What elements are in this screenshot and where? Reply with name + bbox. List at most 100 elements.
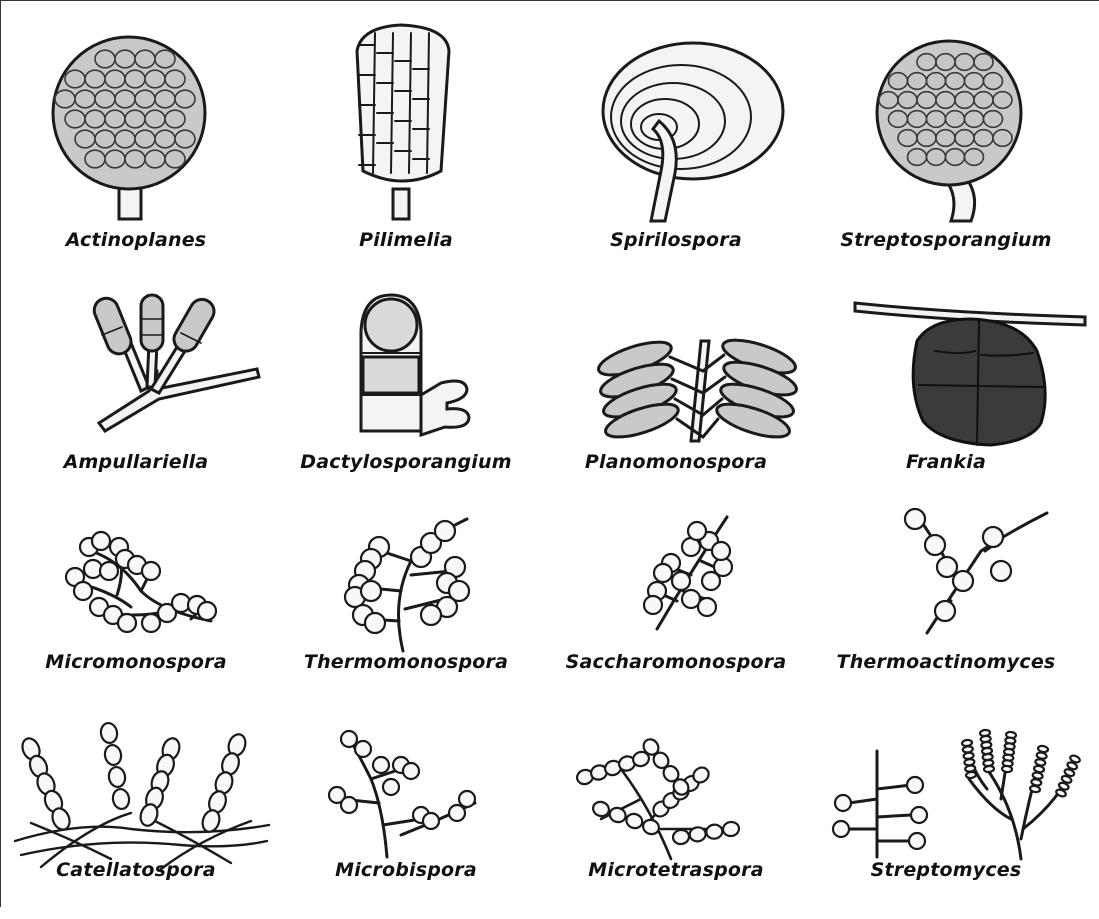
catellatospora-chains-drawing	[1, 729, 271, 919]
microtetraspora-hyphae-drawing	[541, 729, 811, 919]
spore	[118, 614, 136, 632]
spore-cell	[105, 150, 125, 168]
spore-cell	[993, 92, 1012, 109]
spore	[937, 557, 957, 577]
spore-cell	[115, 90, 135, 108]
spore	[654, 564, 672, 582]
spore	[953, 571, 973, 591]
branch	[703, 419, 718, 437]
spore-cell	[165, 150, 185, 168]
label-thermoactinomyces: Thermoactinomyces	[811, 651, 1081, 673]
spore	[74, 582, 92, 600]
spirilospora-sporangium-drawing	[541, 21, 811, 211]
chain-spore	[672, 829, 690, 845]
spore-cell	[965, 73, 984, 90]
chain-spore	[966, 771, 977, 778]
spore	[935, 601, 955, 621]
label-catellatospora: Catellatospora	[1, 859, 271, 881]
spore-cell	[85, 150, 105, 168]
label-saccharomonospora: Saccharomonospora	[541, 651, 811, 673]
spore-cell	[889, 73, 908, 90]
spore-cell	[145, 70, 165, 88]
spore-cell	[927, 111, 946, 128]
streptomyces-hyphae-drawing	[811, 729, 1081, 919]
spore-cell	[984, 111, 1003, 128]
spore-cell	[115, 50, 135, 68]
spore-cell	[927, 149, 946, 166]
spore-cell	[65, 110, 85, 128]
spore-cell	[974, 92, 993, 109]
spore-cell	[145, 110, 165, 128]
spore	[672, 572, 690, 590]
spore-cell	[936, 54, 955, 71]
spore-cell	[908, 73, 927, 90]
chain-spore	[624, 812, 644, 831]
spore-cell	[175, 90, 195, 108]
spore	[423, 813, 439, 829]
spore-cell	[917, 130, 936, 147]
spore-cell	[974, 130, 993, 147]
spore-cell	[889, 111, 908, 128]
spore	[688, 522, 706, 540]
spore-cell	[165, 70, 185, 88]
chain-spore	[99, 722, 118, 745]
spore-cell	[155, 90, 175, 108]
spore	[435, 521, 455, 541]
spore	[907, 777, 923, 793]
spore-cell	[155, 50, 175, 68]
spore	[712, 542, 730, 560]
actinoplanes-sporangium-drawing	[1, 21, 271, 211]
spore-cell	[95, 130, 115, 148]
spore	[341, 731, 357, 747]
spore-cell	[155, 130, 175, 148]
spore-cell	[898, 92, 917, 109]
spore-cell	[946, 149, 965, 166]
spore	[142, 562, 160, 580]
spore-cell	[175, 130, 195, 148]
spore-cell	[65, 70, 85, 88]
spore	[925, 535, 945, 555]
spore	[92, 532, 110, 550]
spore	[361, 581, 381, 601]
label-ampullariella: Ampullariella	[1, 451, 271, 473]
label-microtetraspora: Microtetraspora	[541, 859, 811, 881]
spore-cell	[898, 130, 917, 147]
spore-cell	[965, 111, 984, 128]
spore	[698, 598, 716, 616]
spore	[833, 821, 849, 837]
spore-cell	[936, 130, 955, 147]
spore-cell	[936, 92, 955, 109]
chain-spore	[984, 765, 995, 772]
spore-cell	[145, 150, 165, 168]
spore-cell	[95, 50, 115, 68]
chain-spore	[111, 788, 130, 811]
spore	[100, 562, 118, 580]
spore-cell	[908, 111, 927, 128]
spore-cell	[115, 130, 135, 148]
spore-cell	[917, 92, 936, 109]
spore-cell	[125, 110, 145, 128]
streptosporangium-sporangium-drawing	[811, 21, 1081, 211]
spore-cell	[75, 130, 95, 148]
spore-cell	[908, 149, 927, 166]
spore-cell	[75, 90, 95, 108]
label-actinoplanes: Actinoplanes	[1, 229, 271, 251]
spore-cell	[879, 92, 898, 109]
label-pilimelia: Pilimelia	[271, 229, 541, 251]
spore-cell	[55, 90, 75, 108]
spore	[198, 602, 216, 620]
pilimelia-sporangium-drawing	[271, 21, 541, 211]
spore	[403, 763, 419, 779]
spore	[911, 807, 927, 823]
spore	[355, 741, 371, 757]
label-microbispora: Microbispora	[271, 859, 541, 881]
label-planomonospora: Planomonospora	[541, 451, 811, 473]
spore-cell	[85, 110, 105, 128]
spore-cell	[125, 150, 145, 168]
label-frankia: Frankia	[811, 451, 1081, 473]
spore	[835, 795, 851, 811]
spore-cell	[105, 70, 125, 88]
spore-cell	[85, 70, 105, 88]
spore	[644, 596, 662, 614]
